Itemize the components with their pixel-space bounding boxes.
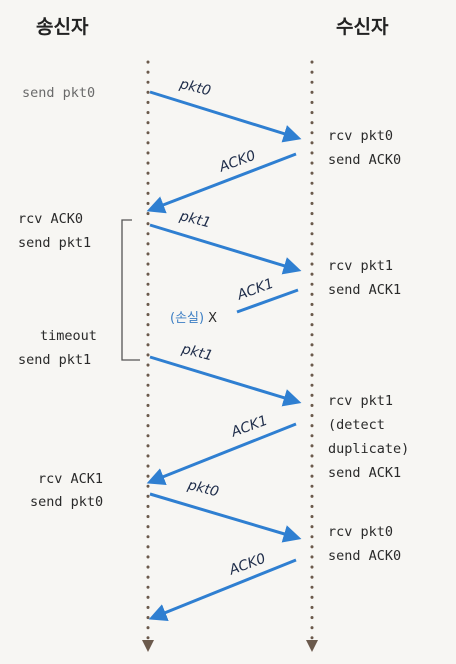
ack0-again-arrow bbox=[148, 558, 297, 621]
sender-header: 송신자 bbox=[36, 16, 89, 38]
receiver-rcv-pkt1-dup-label: rcv pkt1 bbox=[328, 393, 394, 409]
pkt1-retx-arrow bbox=[149, 355, 302, 407]
sender-send-pkt1-label: send pkt1 bbox=[18, 235, 92, 251]
receiver-duplicate-label: duplicate) bbox=[328, 441, 410, 457]
receiver-header: 수신자 bbox=[336, 16, 389, 38]
receiver-send-ack1-label: send ACK1 bbox=[328, 282, 402, 298]
receiver-detect-label: (detect bbox=[328, 417, 385, 433]
receiver-rcv-pkt1-label: rcv pkt1 bbox=[328, 258, 394, 274]
timeout-bracket bbox=[121, 219, 140, 361]
sender-timeout-label: timeout bbox=[40, 328, 97, 344]
receiver-rcv-pkt0-label: rcv pkt0 bbox=[328, 128, 394, 144]
pkt0-arrow bbox=[149, 90, 302, 143]
receiver-timeline-arrowhead bbox=[306, 640, 318, 652]
receiver-send-ack0-label: send ACK0 bbox=[328, 152, 402, 168]
receiver-send-ack0-again-label: send ACK0 bbox=[328, 548, 402, 564]
sender-send-pkt0-label: send pkt0 bbox=[22, 85, 96, 101]
receiver-rcv-pkt0-again-label: rcv pkt0 bbox=[328, 524, 394, 540]
sender-rcv-ack0-label: rcv ACK0 bbox=[18, 211, 84, 227]
ack1-arrow bbox=[146, 422, 297, 486]
pkt1-arrow bbox=[149, 223, 302, 275]
sender-timeline-arrowhead bbox=[142, 640, 154, 652]
sender-send-pkt0-again-label: send pkt0 bbox=[30, 494, 104, 510]
sender-resend-pkt1-label: send pkt1 bbox=[18, 352, 92, 368]
loss-x-mark: X bbox=[208, 311, 217, 326]
sender-rcv-ack1-label: rcv ACK1 bbox=[38, 471, 104, 487]
receiver-send-ack1-again-label: send ACK1 bbox=[328, 465, 402, 481]
loss-indicator: (손실)X bbox=[170, 307, 217, 326]
loss-label: (손실) bbox=[170, 311, 205, 326]
pkt0-again-arrow bbox=[149, 492, 302, 543]
ack1-lost-arrow bbox=[236, 288, 299, 314]
ack0-arrow bbox=[146, 152, 297, 214]
